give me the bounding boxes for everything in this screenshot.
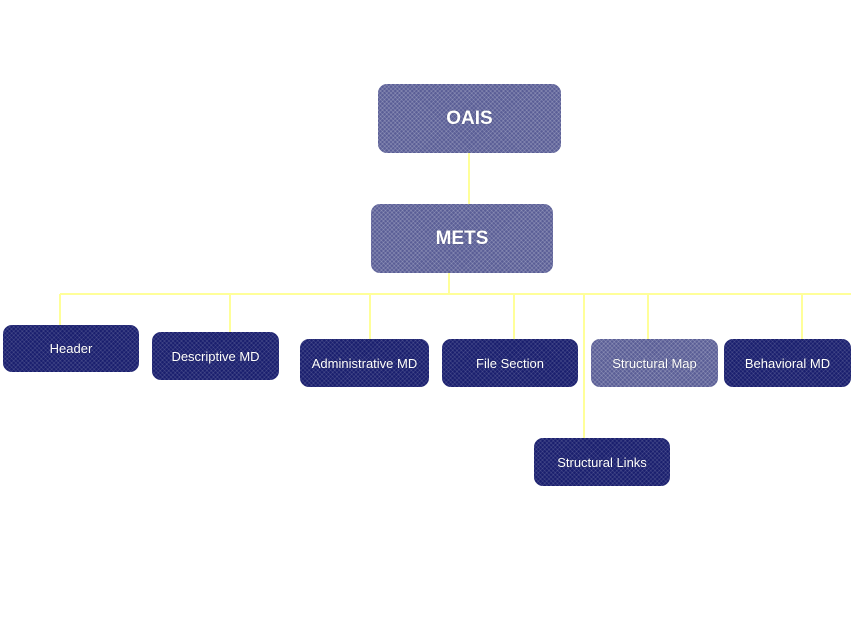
mets-node: METS	[371, 204, 553, 273]
header-label: Header	[49, 341, 93, 356]
behavioral-md-node: Behavioral MD	[724, 339, 851, 387]
structural-links-node: Structural Links	[534, 438, 670, 486]
structural-map-label: Structural Map	[612, 355, 697, 371]
structural-links-label: Structural Links	[557, 454, 647, 470]
administrative-md-node: Administrative MD	[300, 339, 429, 387]
oais-node: OAIS	[378, 84, 561, 153]
descriptive-md-label: Descriptive MD	[171, 348, 260, 364]
oais-label: OAIS	[446, 107, 493, 129]
descriptive-md-node: Descriptive MD	[152, 332, 279, 380]
mets-label: METS	[435, 227, 489, 249]
behavioral-md-label: Behavioral MD	[744, 355, 831, 371]
header-node: Header	[3, 325, 139, 372]
structural-map-node: Structural Map	[591, 339, 718, 387]
file-section-label: File Section	[476, 355, 544, 371]
file-section-node: File Section	[442, 339, 578, 387]
administrative-md-label: Administrative MD	[311, 355, 418, 371]
